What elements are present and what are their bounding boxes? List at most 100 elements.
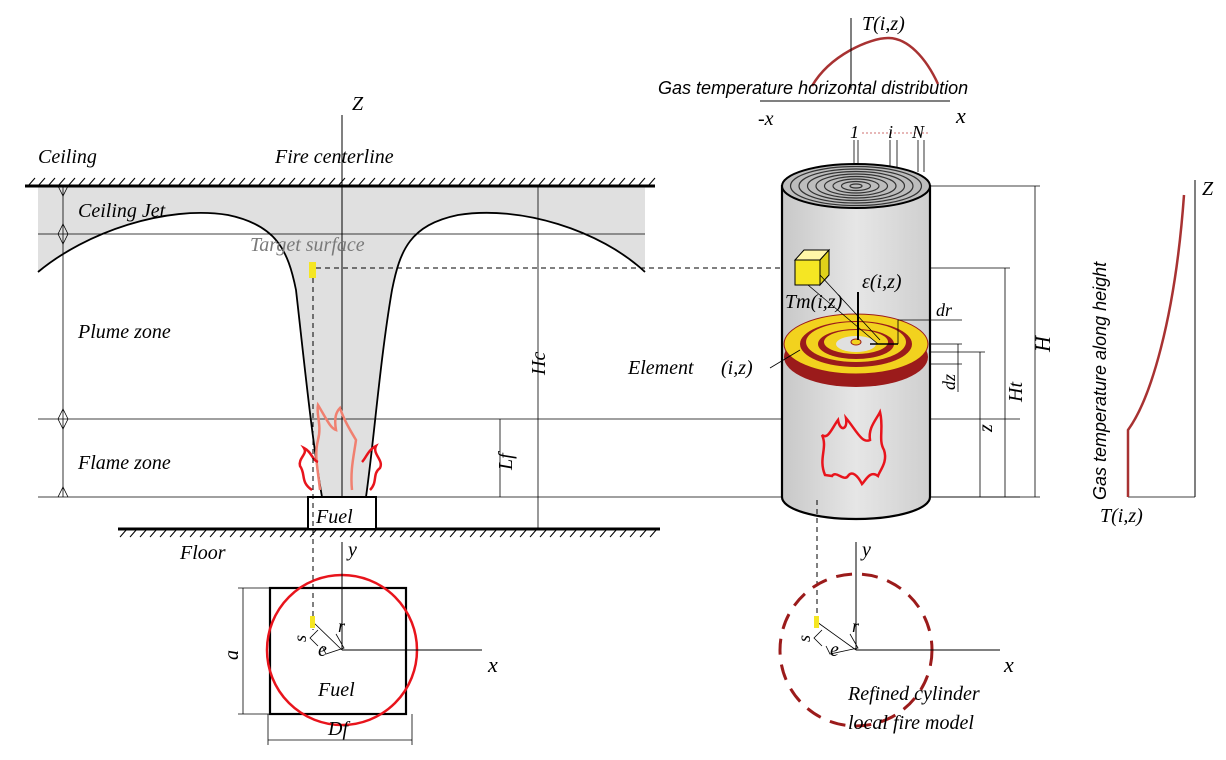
ring-n-label: N: [911, 122, 925, 142]
hatch-stroke: [449, 528, 458, 538]
hatch-stroke: [639, 528, 648, 538]
ceiling-hatch: [27, 177, 656, 187]
fuel-label-plan: Fuel: [317, 679, 355, 701]
hatch-stroke: [377, 177, 386, 187]
dz-label: dz: [939, 374, 959, 390]
flame-zone-label: Flame zone: [77, 452, 171, 474]
hatch-stroke: [279, 528, 288, 538]
cylinder-flame: [820, 408, 887, 487]
hatch-stroke: [497, 177, 506, 187]
cylinder-top: [781, 163, 931, 209]
hatch-stroke: [379, 528, 388, 538]
horizontal-temp-curve: [810, 36, 940, 87]
fuel-block: [307, 496, 377, 530]
cube-leader-1: [819, 274, 881, 341]
hatch-stroke: [569, 528, 578, 538]
hatch-stroke: [427, 177, 436, 187]
hatch-stroke: [129, 528, 138, 538]
hatch-stroke: [127, 177, 136, 187]
top-ring: [823, 175, 889, 197]
hatch-stroke: [417, 177, 426, 187]
hatch-stroke: [647, 177, 656, 187]
hatch-stroke: [189, 528, 198, 538]
plan-r-line: [312, 621, 343, 651]
hatch-stroke: [299, 528, 308, 538]
hatch-stroke: [117, 177, 126, 187]
hatch-stroke: [389, 528, 398, 538]
hatch-stroke: [27, 177, 36, 187]
z-dimension-label: z: [975, 424, 997, 433]
hatch-stroke: [539, 528, 548, 538]
hatch-stroke: [289, 528, 298, 538]
e-label-left: e: [318, 639, 327, 661]
x-label-top: x: [955, 103, 966, 128]
hatch-stroke: [219, 528, 228, 538]
target-surface-marker: [309, 262, 316, 278]
y-axis-label-right: y: [860, 539, 871, 561]
lf-label: Lf: [495, 451, 517, 471]
hatch-stroke: [347, 177, 356, 187]
hatch-stroke: [439, 528, 448, 538]
hatch-stroke: [557, 177, 566, 187]
hatch-stroke: [547, 177, 556, 187]
element-cube: [793, 248, 831, 287]
hatch-stroke: [407, 177, 416, 187]
flame-left: [298, 444, 319, 492]
hatch-stroke: [467, 177, 476, 187]
neg-x-label: -x: [758, 108, 774, 130]
hatch-stroke: [577, 177, 586, 187]
hatch-stroke: [409, 528, 418, 538]
x-axis-label-right: x: [1003, 652, 1014, 677]
hatch-stroke: [319, 528, 328, 538]
hatch-stroke: [107, 177, 116, 187]
dr-label: dr: [936, 300, 953, 320]
hatch-stroke: [589, 528, 598, 538]
tm-label: Tm(i,z): [785, 291, 843, 313]
hatch-stroke: [599, 528, 608, 538]
gas-temp-height-label: Gas temperature along height: [1090, 261, 1110, 500]
plume-zone-label: Plume zone: [77, 321, 171, 343]
hatch-stroke: [509, 528, 518, 538]
gas-temp-horizontal-label: Gas temperature horizontal distribution: [658, 78, 968, 98]
text-labels: Z Ceiling Fire centerline Ceiling Jet Ta…: [38, 13, 1214, 740]
hatch-stroke: [329, 528, 338, 538]
local-fire-model-label: local fire model: [848, 712, 974, 734]
hatch-stroke: [119, 528, 128, 538]
ceiling-label: Ceiling: [38, 146, 97, 168]
hatch-stroke: [479, 528, 488, 538]
hatch-stroke: [527, 177, 536, 187]
hatch-stroke: [169, 528, 178, 538]
hatch-stroke: [517, 177, 526, 187]
hatch-stroke: [247, 177, 256, 187]
plan-target-marker-right: [814, 616, 819, 628]
hatch-stroke: [37, 177, 46, 187]
hatch-stroke: [229, 528, 238, 538]
hatch-stroke: [87, 177, 96, 187]
plan-s-e-marks-right: [813, 629, 859, 655]
vertical-temp-curve: [1126, 194, 1186, 497]
hatch-stroke: [579, 528, 588, 538]
hatch-stroke: [187, 177, 196, 187]
top-ring: [798, 168, 914, 204]
hatch-stroke: [477, 177, 486, 187]
hatch-stroke: [157, 177, 166, 187]
floor-hatch: [119, 528, 658, 538]
hatch-stroke: [307, 177, 316, 187]
hatch-stroke: [629, 528, 638, 538]
hatch-stroke: [137, 177, 146, 187]
top-ring: [789, 165, 923, 207]
hatch-stroke: [227, 177, 236, 187]
hatch-stroke: [447, 177, 456, 187]
hatch-stroke: [519, 528, 528, 538]
hatch-stroke: [489, 528, 498, 538]
s-label-left: s: [290, 635, 310, 642]
plan-r-line-right: [816, 621, 857, 651]
z-label-right: Z: [1202, 178, 1214, 200]
hatch-stroke: [419, 528, 428, 538]
h-label: H: [1030, 335, 1055, 353]
fuel-plan-square: [268, 586, 408, 716]
hatch-stroke: [267, 177, 276, 187]
cylinder-section: [760, 18, 1040, 728]
